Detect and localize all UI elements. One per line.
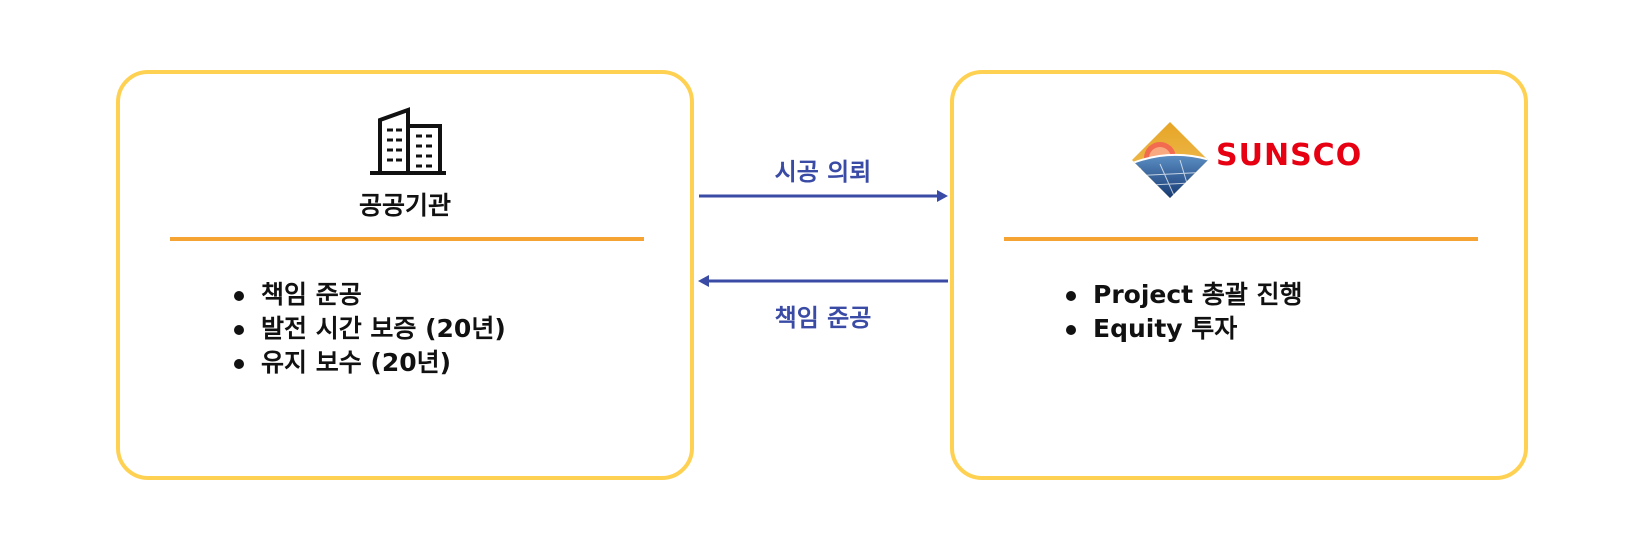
request-construction-label: 시공 의뢰 (774, 158, 872, 186)
sunsco-logo-mark-icon (1132, 122, 1208, 198)
building-icon (370, 107, 446, 175)
right-bullet-list: Project 총괄 진행 Equity 투자 (1066, 278, 1303, 346)
list-item: 유지 보수 (20년) (234, 346, 506, 380)
left-bullet-list: 책임 준공 발전 시간 보증 (20년) 유지 보수 (20년) (234, 278, 506, 380)
list-item: Project 총괄 진행 (1066, 278, 1303, 312)
public-institution-box: 공공기관 책임 준공 발전 시간 보증 (20년) 유지 보수 (20년) (116, 70, 694, 480)
sunsco-logo: SUNSCO (1130, 120, 1363, 200)
list-item: 발전 시간 보증 (20년) (234, 312, 506, 346)
list-item: Equity 투자 (1066, 312, 1303, 346)
sunsco-logo-text: SUNSCO (1216, 138, 1363, 173)
sunsco-box: SUNSCO Project 총괄 진행 Equity 투자 (950, 70, 1528, 480)
divider (1004, 237, 1478, 241)
completion-guarantee-label: 책임 준공 (774, 304, 872, 332)
divider (170, 237, 644, 241)
arrow-left-icon (698, 275, 948, 287)
arrow-right-icon (699, 190, 948, 202)
org-title: 공공기관 (358, 191, 451, 220)
list-item: 책임 준공 (234, 278, 506, 312)
